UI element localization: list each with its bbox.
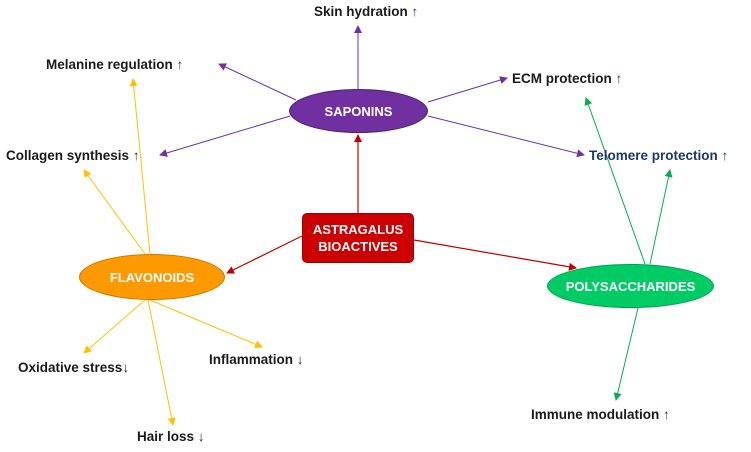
outcome-immune-modulation: Immune modulation ↑ — [531, 407, 670, 423]
outcome-text: Melanine regulation — [46, 57, 173, 72]
outcome-telomere-protection: Telomere protection ↑ — [589, 148, 728, 164]
outcome-text: ECM protection — [512, 71, 612, 86]
down-arrow-icon: ↓ — [296, 352, 304, 367]
up-arrow-icon: ↑ — [176, 57, 184, 72]
saponins-node: SAPONINS — [289, 89, 428, 133]
edge-flavonoids-collagen — [83, 169, 146, 255]
astragalus-bioactives-node: ASTRAGALUS BIOACTIVES — [302, 213, 414, 263]
outcome-skin-hydration: Skin hydration ↑ — [314, 4, 418, 20]
outcome-oxidative-stress: Oxidative stress↓ — [18, 360, 129, 376]
outcome-text: Immune modulation — [531, 407, 660, 422]
edge-center-flavonoids — [226, 235, 303, 274]
outcome-text: Inflammation — [209, 352, 294, 367]
outcome-melanine-regulation: Melanine regulation ↑ — [46, 57, 183, 73]
edge-flavonoids-oxidative — [83, 299, 146, 354]
edge-saponins-ecm — [427, 76, 508, 103]
up-arrow-icon: ↑ — [615, 71, 623, 86]
up-arrow-icon: ↑ — [721, 148, 729, 163]
center-label-line1: ASTRAGALUS — [312, 222, 404, 237]
edge-center-polysaccharides — [413, 239, 577, 271]
polysaccharides-node: POLYSACCHARIDES — [547, 264, 714, 308]
edge-flavonoids-hair-loss — [147, 299, 176, 426]
edge-saponins-collagen — [159, 115, 291, 157]
flavonoids-label: FLAVONOIDS — [109, 269, 195, 285]
outcome-collagen-synthesis: Collagen synthesis ↑ — [6, 148, 140, 164]
edge-flavonoids-melanine — [129, 78, 151, 255]
outcome-text: Telomere protection — [589, 148, 718, 163]
outcome-ecm-protection: ECM protection ↑ — [512, 71, 622, 87]
edge-poly-telomere — [649, 169, 673, 265]
outcome-inflammation: Inflammation ↓ — [209, 352, 304, 368]
outcome-text: Collagen synthesis — [6, 148, 130, 163]
saponins-label: SAPONINS — [324, 103, 393, 119]
edge-saponins-telomere — [427, 115, 585, 158]
up-arrow-icon: ↑ — [663, 407, 670, 422]
outcome-text: Skin hydration — [314, 4, 408, 19]
down-arrow-icon: ↓ — [122, 360, 130, 375]
outcome-text: Hair loss — [137, 429, 195, 444]
center-label-line2: BIOACTIVES — [318, 239, 398, 254]
down-arrow-icon: ↓ — [197, 429, 205, 444]
edge-poly-ecm — [584, 97, 646, 265]
outcome-hair-loss: Hair loss ↓ — [137, 429, 205, 445]
flavonoids-node: FLAVONOIDS — [79, 254, 225, 300]
edge-saponins-melanine — [218, 63, 297, 101]
edge-flavonoids-inflammation — [149, 299, 263, 348]
up-arrow-icon: ↑ — [411, 4, 419, 19]
polysaccharides-label: POLYSACCHARIDES — [565, 278, 696, 294]
up-arrow-icon: ↑ — [132, 148, 140, 163]
edge-poly-immune — [613, 307, 639, 401]
outcome-text: Oxidative stress — [18, 360, 123, 375]
